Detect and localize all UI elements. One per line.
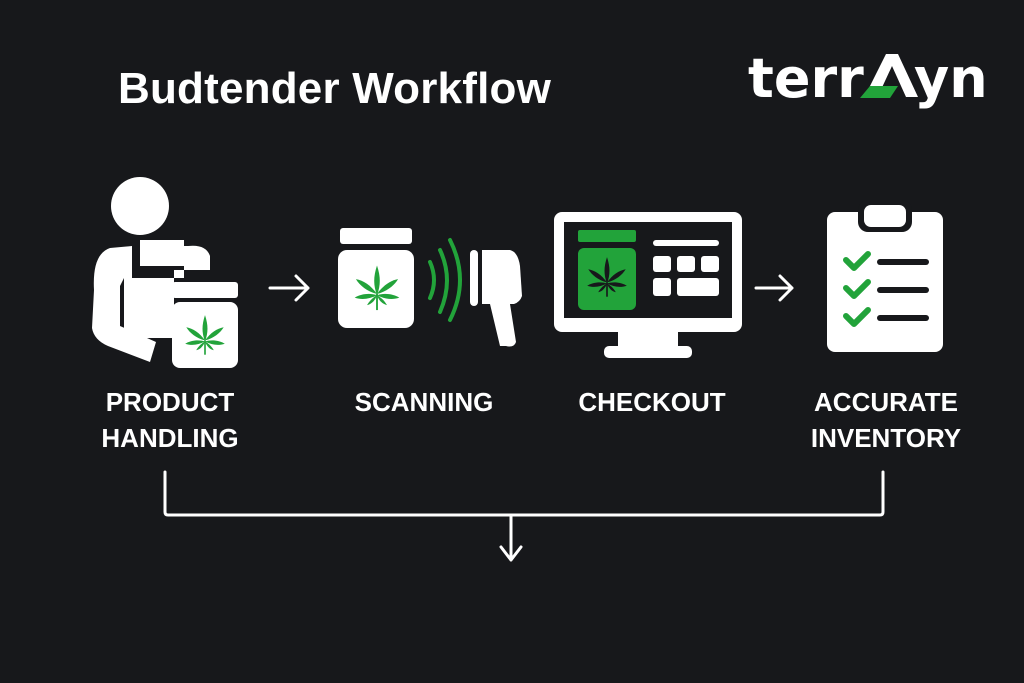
arrow-right-icon <box>754 274 794 302</box>
arrow-down-icon <box>499 513 523 562</box>
step-label-scanning: SCANNING <box>354 387 494 417</box>
terrayn-logo: terr yn <box>748 47 988 110</box>
pos-monitor-icon <box>554 212 742 358</box>
bracket-line <box>163 470 885 517</box>
logo-text-left: terr <box>748 47 864 110</box>
logo-text-right: yn <box>914 47 988 110</box>
barcode-scanner-icon <box>470 250 522 347</box>
step-label-checkout: CHECKOUT <box>578 387 726 417</box>
checklist-clipboard-icon <box>827 200 943 352</box>
jar-barcode-scanner-icon <box>338 228 522 347</box>
step-label-accurate-inventory: ACCURATE INVENTORY <box>810 387 962 453</box>
scan-waves-icon <box>428 238 462 322</box>
step-label-product-handling: PRODUCT HANDLING <box>101 387 239 453</box>
page-title: Budtender Workflow <box>118 64 552 113</box>
arrow-right-icon <box>268 274 310 302</box>
budtender-with-jar-icon <box>92 177 238 368</box>
logo-a-mark-icon <box>860 54 918 98</box>
